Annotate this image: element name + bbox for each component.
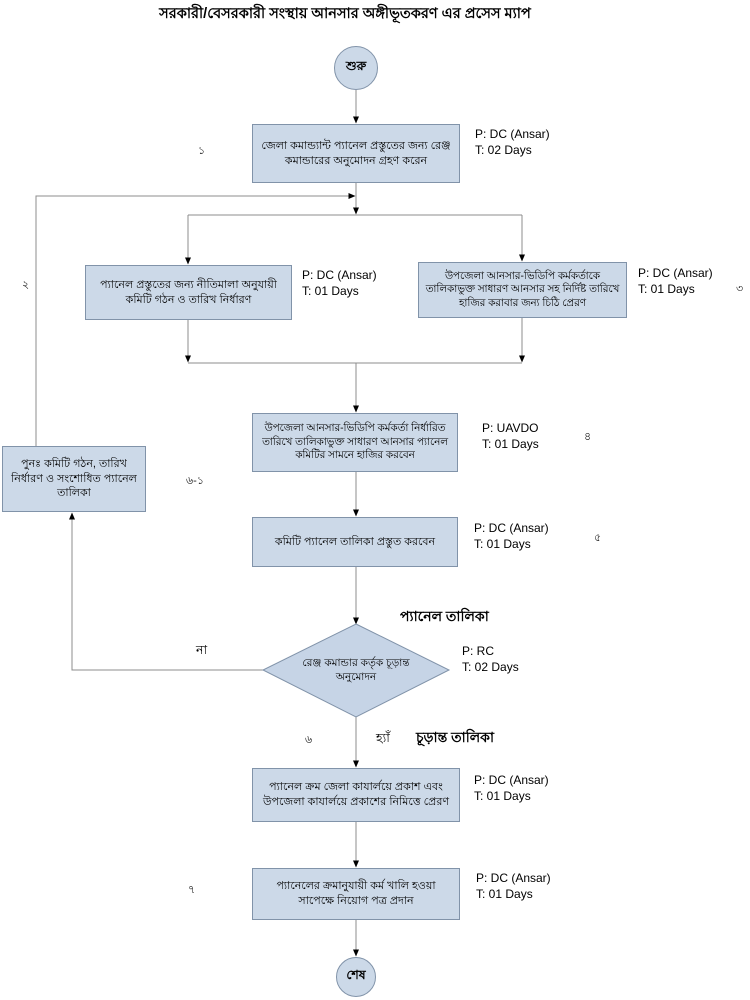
decision-text: রেঞ্জ কমান্ডার কর্তৃক চূড়ান্ত অনুমোদন [302, 656, 410, 683]
step5-text: কমিটি প্যানেল তালিকা প্রস্তুত করবেন [274, 535, 436, 548]
step5-annotation: P: DC (Ansar) T: 01 Days [474, 520, 549, 552]
step2-annotation: P: DC (Ansar) T: 01 Days [302, 267, 377, 299]
decision-annotation: P: RC T: 02 Days [462, 643, 519, 675]
step2-text: প্যানেল প্রস্তুতের জন্য নীতিমালা অনুযায়… [100, 278, 277, 306]
step2-box: প্যানেল প্রস্তুতের জন্য নীতিমালা অনুযায়… [85, 265, 292, 320]
decision-annotation-t: T: 02 Days [462, 660, 519, 675]
step4-annotation-p: P: UAVDO [482, 421, 539, 435]
decision-annotation-p: P: RC [462, 644, 495, 658]
step1-annotation-p: P: DC (Ansar) [475, 127, 550, 141]
step3-box: উপজেলা আনসার-ভিডিপি কর্মকর্তাকে তালিকাভু… [418, 262, 627, 318]
panel-list-label: প্যানেল তালিকা [400, 608, 489, 624]
step5-annotation-p: P: DC (Ansar) [474, 521, 549, 535]
step6-annotation-p: P: DC (Ansar) [474, 773, 549, 787]
step2-number: ২ [22, 279, 30, 291]
step7-annotation-t: T: 01 Days [476, 887, 533, 902]
rework-box: পুনঃ কমিটি গঠন, তারিখ নির্ধারণ ও সংশোধিত… [2, 446, 146, 512]
step1-annotation: P: DC (Ansar) T: 02 Days [475, 126, 550, 158]
yes-branch-label: হ্যাঁ [376, 731, 390, 745]
rework-number: ৬-১ [186, 475, 204, 487]
step3-annotation: P: DC (Ansar) T: 01 Days [638, 265, 713, 297]
step3-text: উপজেলা আনসার-ভিডিপি কর্মকর্তাকে তালিকাভু… [425, 270, 620, 309]
step6-annotation: P: DC (Ansar) T: 01 Days [474, 772, 549, 804]
step7-box: প্যানেলের ক্রমানুযায়ী কর্ম খালি হওয়া স… [252, 868, 460, 920]
page-title: সরকারী/বেসরকারী সংস্থায় আনসার অঙ্গীভূতক… [159, 6, 531, 22]
step2-annotation-p: P: DC (Ansar) [302, 268, 377, 282]
step6-annotation-t: T: 01 Days [474, 789, 531, 804]
step7-text: প্যানেলের ক্রমানুযায়ী কর্ম খালি হওয়া স… [276, 880, 436, 907]
step7-number: ৭ [188, 884, 196, 896]
step1-number: ১ [198, 145, 206, 157]
step4-annotation-t: T: 01 Days [482, 437, 539, 452]
no-branch-label: না [196, 643, 208, 657]
step4-annotation: P: UAVDO T: 01 Days [482, 420, 539, 452]
final-list-label: চূড়ান্ত তালিকা [416, 729, 495, 745]
step6-box: প্যানেল ক্রম জেলা কাযার্লয়ে প্রকাশ এবং … [252, 768, 460, 822]
step6-text: প্যানেল ক্রম জেলা কাযার্লয়ে প্রকাশ এবং … [262, 781, 450, 808]
decision-node: রেঞ্জ কমান্ডার কর্তৃক চূড়ান্ত অনুমোদন [281, 645, 431, 695]
step4-text: উপজেলা আনসার-ভিডিপি কর্মকর্তা নির্ধারিত … [262, 423, 448, 462]
step7-annotation: P: DC (Ansar) T: 01 Days [476, 870, 551, 902]
step1-box: জেলা কমান্ড্যান্ট প্যানেল প্রস্তুতের জন্… [252, 124, 460, 183]
step4-number: ৪ [584, 431, 592, 443]
rework-text: পুনঃ কমিটি গঠন, তারিখ নির্ধারণ ও সংশোধিত… [11, 458, 137, 500]
step3-annotation-t: T: 01 Days [638, 282, 695, 297]
start-node: শুরু [334, 46, 378, 90]
step5-number: ৫ [594, 532, 602, 544]
step1-annotation-t: T: 02 Days [475, 143, 532, 158]
step5-annotation-t: T: 01 Days [474, 537, 531, 552]
step3-annotation-p: P: DC (Ansar) [638, 266, 713, 280]
end-label: শেষ [346, 968, 366, 982]
step5-box: কমিটি প্যানেল তালিকা প্রস্তুত করবেন [252, 517, 458, 567]
start-label: শুরু [345, 59, 367, 73]
step4-box: উপজেলা আনসার-ভিডিপি কর্মকর্তা নির্ধারিত … [252, 413, 458, 472]
step3-number: ৩ [736, 283, 744, 295]
end-node: শেষ [336, 957, 376, 997]
decision-number: ৬ [305, 734, 313, 746]
step1-text: জেলা কমান্ড্যান্ট প্যানেল প্রস্তুতের জন্… [261, 139, 451, 167]
step2-annotation-t: T: 01 Days [302, 284, 359, 299]
step7-annotation-p: P: DC (Ansar) [476, 871, 551, 885]
